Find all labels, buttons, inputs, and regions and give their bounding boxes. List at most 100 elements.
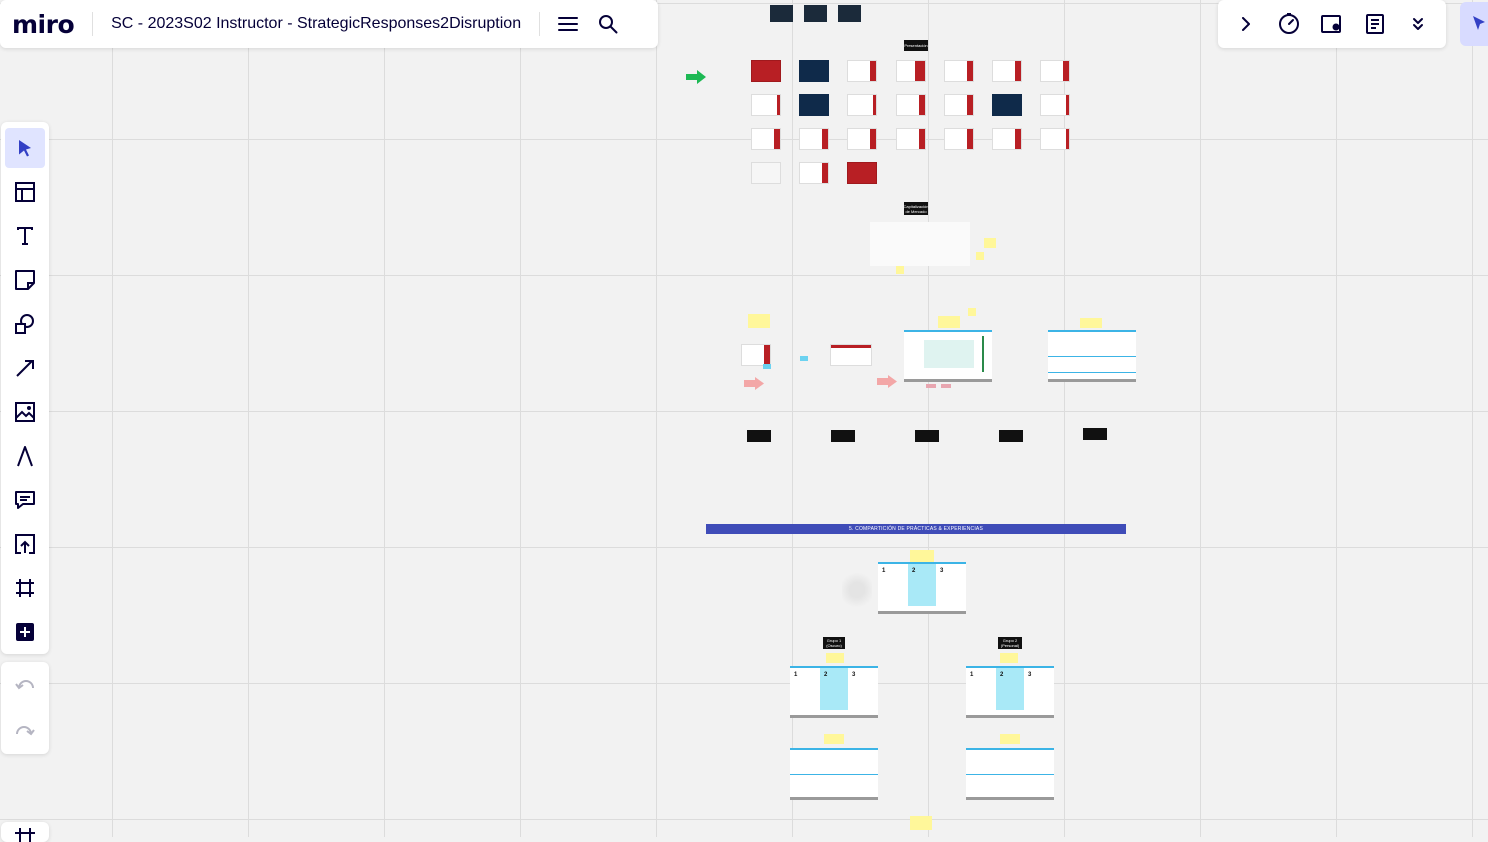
- capitalizacion-label[interactable]: Capitalización de Mercado: [903, 202, 929, 215]
- search-icon[interactable]: [588, 4, 628, 44]
- sticky-note[interactable]: [910, 550, 934, 562]
- section-banner[interactable]: 5. COMPARTICIÓN DE PRÁCTICAS & EXPERIENC…: [706, 524, 1126, 534]
- black-note[interactable]: [1083, 428, 1107, 440]
- notes-icon[interactable]: [1355, 4, 1395, 44]
- slide-thumb[interactable]: [799, 60, 829, 82]
- slide-thumb[interactable]: [751, 162, 781, 184]
- slide-thumb[interactable]: [830, 344, 872, 366]
- video-thumb[interactable]: [770, 5, 793, 22]
- shapes-icon[interactable]: [5, 304, 45, 344]
- slide-thumb[interactable]: [751, 60, 781, 82]
- slide-thumb[interactable]: [1040, 60, 1070, 82]
- sticky-note[interactable]: [896, 266, 904, 274]
- video-thumb[interactable]: [804, 5, 827, 22]
- creation-toolbar: [1, 122, 49, 654]
- line-icon[interactable]: [5, 348, 45, 388]
- connector-dot[interactable]: [763, 364, 771, 369]
- black-note[interactable]: [747, 430, 771, 442]
- sticky-note[interactable]: [1080, 318, 1102, 328]
- redo-icon[interactable]: [5, 711, 45, 751]
- green-arrow-icon[interactable]: [686, 70, 706, 84]
- board-title[interactable]: SC - 2023S02 Instructor - StrategicRespo…: [111, 15, 522, 32]
- slide-thumb[interactable]: [1040, 128, 1070, 150]
- black-note[interactable]: [999, 430, 1023, 442]
- slide-thumb[interactable]: [847, 128, 877, 150]
- pink-arrow-icon[interactable]: [877, 375, 897, 388]
- slide-thumb[interactable]: [751, 94, 781, 116]
- templates-icon[interactable]: [5, 172, 45, 212]
- timer-icon[interactable]: [1269, 4, 1309, 44]
- slide-thumb[interactable]: [896, 60, 926, 82]
- slide-thumb[interactable]: [992, 94, 1022, 116]
- sticky-note[interactable]: [910, 816, 932, 830]
- video-thumb[interactable]: [838, 5, 861, 22]
- chevron-right-icon[interactable]: [1226, 4, 1266, 44]
- tag[interactable]: [941, 384, 951, 388]
- collaboration-toolbar: [1218, 0, 1446, 48]
- slide-thumb[interactable]: [799, 94, 829, 116]
- slide-thumb[interactable]: [992, 60, 1022, 82]
- sticky-note[interactable]: [938, 316, 960, 328]
- market-chart[interactable]: [870, 222, 970, 266]
- sticky-note[interactable]: [1000, 734, 1020, 744]
- present-icon[interactable]: [1312, 4, 1352, 44]
- canvas-frame[interactable]: [790, 748, 878, 800]
- menu-icon[interactable]: [548, 4, 588, 44]
- slide-thumb[interactable]: [847, 162, 877, 184]
- add-icon[interactable]: [5, 612, 45, 652]
- step-number: 2: [824, 672, 828, 678]
- sticky-note[interactable]: [984, 238, 996, 248]
- step-number: 3: [852, 672, 856, 678]
- slide-thumb[interactable]: [1040, 94, 1070, 116]
- slide-thumb[interactable]: [847, 94, 877, 116]
- frame-icon[interactable]: [5, 568, 45, 608]
- tag[interactable]: [926, 384, 936, 388]
- upload-icon[interactable]: [5, 524, 45, 564]
- slide-thumb[interactable]: [799, 162, 829, 184]
- board-header: miro SC - 2023S02 Instructor - Strategic…: [0, 0, 658, 48]
- slide-thumb[interactable]: [944, 60, 974, 82]
- sticky-note[interactable]: [976, 252, 984, 260]
- slide-thumb[interactable]: [896, 94, 926, 116]
- select-icon[interactable]: [5, 128, 45, 168]
- minimap-toolbar[interactable]: [1, 822, 49, 842]
- grupo2-label[interactable]: Grupo 2 (Personal): [998, 637, 1022, 649]
- connector-dot[interactable]: [800, 356, 808, 361]
- sticky-note[interactable]: [968, 308, 976, 316]
- canvas-frame[interactable]: 1 2 3: [966, 666, 1054, 718]
- pen-icon[interactable]: [5, 436, 45, 476]
- text-icon[interactable]: [5, 216, 45, 256]
- slide-thumb[interactable]: [847, 60, 877, 82]
- black-note[interactable]: [831, 430, 855, 442]
- sticky-note[interactable]: [1000, 653, 1018, 663]
- image-icon[interactable]: [5, 392, 45, 432]
- chevron-double-down-icon[interactable]: [1398, 4, 1438, 44]
- canvas-frame[interactable]: [966, 748, 1054, 800]
- slide-thumb[interactable]: [751, 128, 781, 150]
- presentacion-label[interactable]: Presentación: [904, 40, 928, 51]
- sticky-note-icon[interactable]: [5, 260, 45, 300]
- comment-icon[interactable]: [5, 480, 45, 520]
- slide-thumb[interactable]: [944, 128, 974, 150]
- black-note[interactable]: [915, 430, 939, 442]
- step-number: 2: [1000, 672, 1004, 678]
- sticky-note[interactable]: [824, 734, 844, 744]
- slide-thumb[interactable]: [799, 128, 829, 150]
- canvas-frame[interactable]: 1 2 3: [878, 562, 966, 614]
- sticky-note[interactable]: [826, 653, 844, 663]
- slide-thumb[interactable]: [992, 128, 1022, 150]
- slide-thumb[interactable]: [944, 94, 974, 116]
- miro-logo[interactable]: miro: [12, 9, 75, 39]
- cursor-collaborate-icon[interactable]: [1460, 2, 1488, 46]
- slide-thumb[interactable]: [896, 128, 926, 150]
- canvas-frame[interactable]: 1 2 3: [790, 666, 878, 718]
- undo-icon[interactable]: [5, 665, 45, 705]
- pink-arrow-icon[interactable]: [744, 377, 764, 390]
- cluster[interactable]: [842, 570, 872, 610]
- canvas-frame[interactable]: [904, 330, 992, 382]
- slide-thumb[interactable]: [741, 344, 771, 366]
- grupo1-label[interactable]: Grupo 1 (Oscuro): [823, 637, 845, 649]
- canvas-frame[interactable]: [1048, 330, 1136, 382]
- sticky-note[interactable]: [748, 314, 770, 328]
